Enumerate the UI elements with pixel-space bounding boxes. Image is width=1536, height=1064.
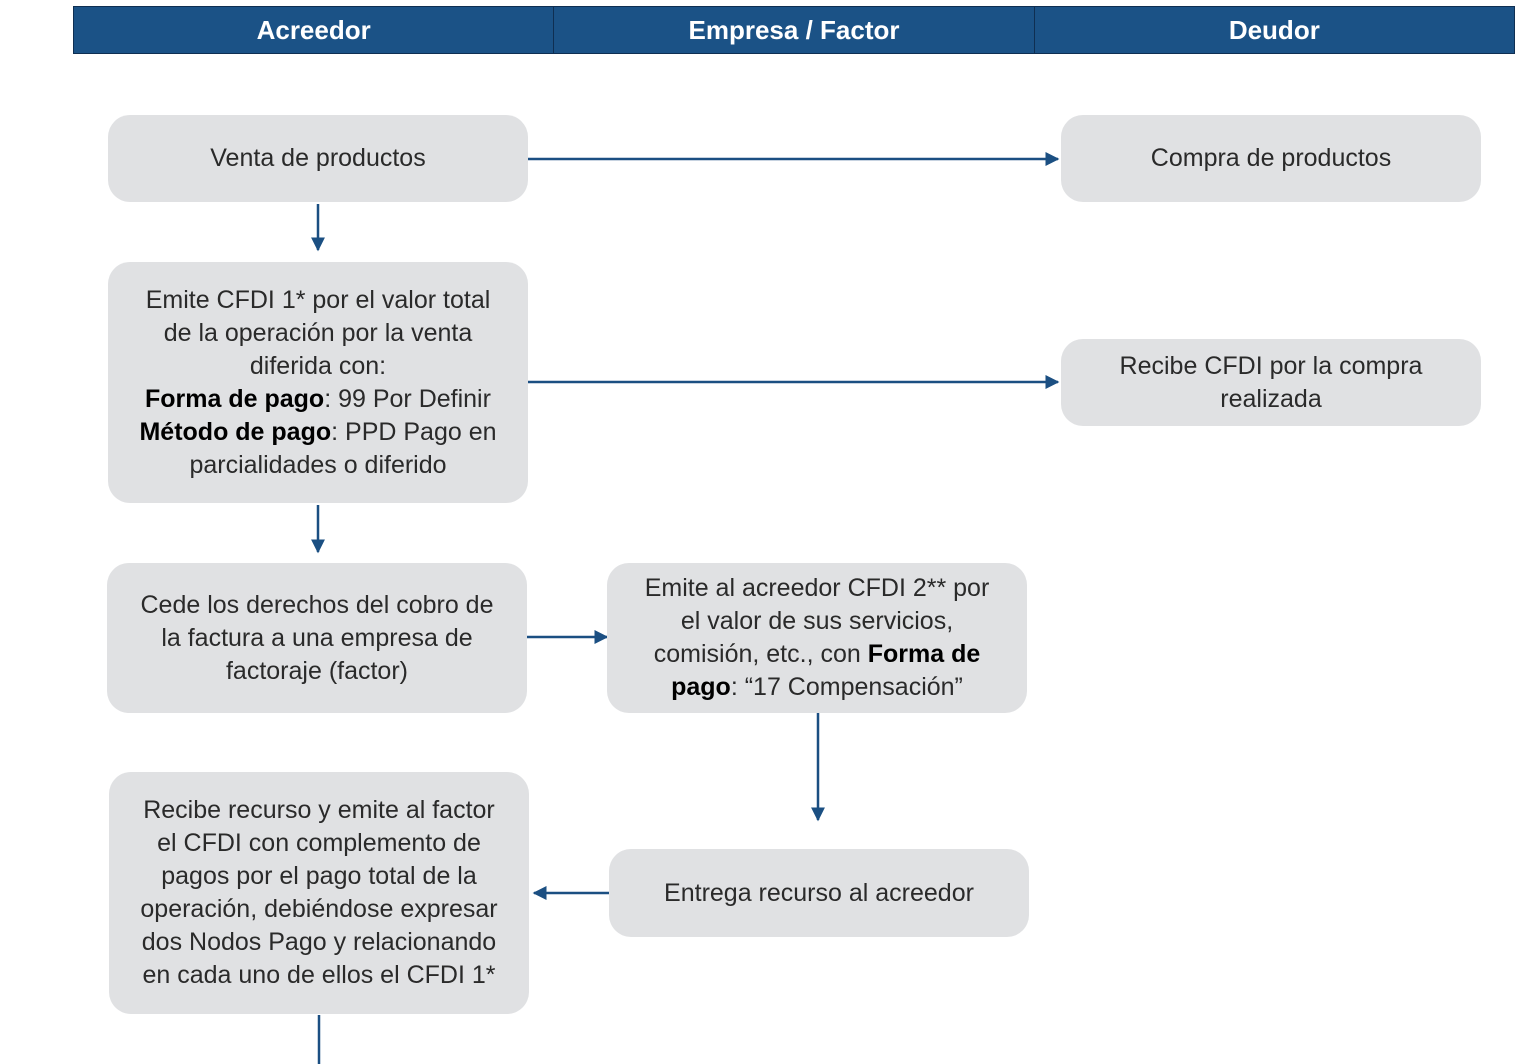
box-compra-de-productos: Compra de productos	[1061, 115, 1481, 202]
swimlane-header: Acreedor Empresa / Factor Deudor	[73, 6, 1515, 54]
metodo-de-pago-value: : PPD Pago en	[331, 417, 497, 446]
box-entrega-recurso: Entrega recurso al acreedor	[609, 849, 1029, 937]
box-text-line: Emite al acreedor CFDI 2** por	[644, 574, 990, 602]
box-text: Venta de productos	[210, 144, 426, 172]
box-text-line: de la operación por la venta	[163, 318, 473, 347]
box-recibe-cfdi: Recibe CFDI por la compra realizada	[1061, 339, 1481, 426]
box-text-line: comisión, etc., con Forma de	[645, 638, 990, 671]
box-text-block: Recibe recurso y emite al factor el CFDI…	[140, 794, 497, 992]
box-text-block: Cede los derechos del cobro de la factur…	[140, 589, 493, 688]
box-text-line: Cede los derechos del cobro de	[140, 590, 494, 619]
box-text-block: Recibe CFDI por la compra realizada	[1120, 350, 1423, 416]
box-text-line: Recibe recurso y emite al factor	[143, 796, 495, 824]
box-recibe-recurso: Recibe recurso y emite al factor el CFDI…	[109, 772, 529, 1014]
box-text-line: la factura a una empresa de	[161, 623, 473, 652]
box-text-line: pagos por el pago total de la	[161, 862, 477, 890]
box-text-line: Recibe CFDI por la compra	[1119, 351, 1423, 380]
box-text-line: parcialidades o diferido	[189, 450, 447, 479]
box-text-block: Emite al acreedor CFDI 2** por el valor …	[645, 572, 990, 704]
lane-header-empresa-factor: Empresa / Factor	[554, 7, 1035, 53]
forma-de-pago-value: : 99 Por Definir	[324, 384, 491, 413]
box-text-line: diferida con:	[249, 351, 387, 380]
forma-de-pago-label: Forma de pago	[145, 384, 325, 413]
box-text-line: Forma de pago: 99 Por Definir	[139, 383, 496, 416]
lane-header-deudor: Deudor	[1228, 14, 1320, 45]
forma-de-pago-label-part2: pago	[671, 673, 731, 701]
box-text-line: operación, debiéndose expresar	[140, 895, 498, 923]
forma-de-pago-value: : “17 Compensación”	[730, 673, 963, 701]
box-text-line: factoraje (factor)	[225, 656, 408, 685]
box-venta-de-productos: Venta de productos	[108, 115, 528, 202]
box-text-line: dos Nodos Pago y relacionando	[141, 928, 497, 956]
box-text: Entrega recurso al acreedor	[664, 878, 974, 907]
box-text-line: Método de pago: PPD Pago en	[139, 416, 496, 449]
box-text-line: en cada uno de ellos el CFDI 1*	[142, 961, 496, 989]
box-text-line: el CFDI con complemento de	[157, 829, 481, 857]
box-text-line: Emite CFDI 1* por el valor total	[145, 285, 491, 314]
box-text-line: el valor de sus servicios,	[680, 607, 954, 635]
box-emite-cfdi-1: Emite CFDI 1* por el valor total de la o…	[108, 262, 528, 503]
box-text-line: realizada	[1220, 384, 1322, 413]
box-text-fragment: comisión, etc., con	[653, 640, 868, 668]
box-text-line: pago: “17 Compensación”	[645, 671, 990, 704]
box-text: Compra de productos	[1150, 144, 1392, 172]
lane-header-acreedor: Acreedor	[74, 7, 555, 53]
metodo-de-pago-label: Método de pago	[139, 417, 332, 446]
box-emite-cfdi-2: Emite al acreedor CFDI 2** por el valor …	[607, 563, 1027, 713]
forma-de-pago-label-part1: Forma de	[867, 640, 981, 668]
box-cede-derechos: Cede los derechos del cobro de la factur…	[107, 563, 527, 713]
box-text-block: Emite CFDI 1* por el valor total de la o…	[139, 284, 496, 482]
